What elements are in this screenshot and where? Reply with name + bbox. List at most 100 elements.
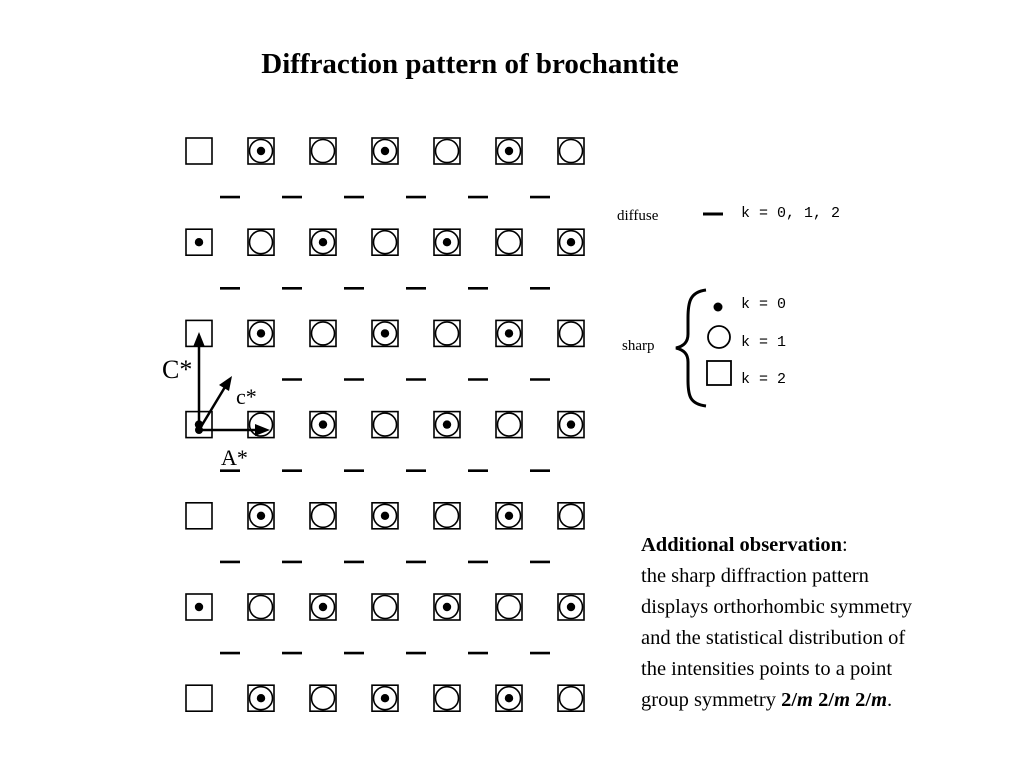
reflection-square [495, 319, 523, 348]
reflection-circle [310, 685, 336, 711]
reflection-circle [248, 229, 274, 255]
reflection-circle [496, 229, 522, 255]
reflection-dot [433, 593, 461, 621]
reflection-dot [309, 410, 337, 439]
reflection-square [495, 228, 523, 256]
reflection-circle [247, 593, 275, 621]
page-title: Diffraction pattern of brochantite [261, 48, 679, 80]
reflection-square [309, 137, 337, 165]
reflection-dot [557, 593, 585, 621]
reciprocal-axes [193, 332, 270, 436]
reflection-dot [433, 410, 461, 439]
observation-text: Additional observation: the sharp diffra… [641, 530, 1001, 716]
reflection-square [557, 410, 585, 439]
reflection-dot [433, 228, 461, 256]
reflection-square [185, 137, 213, 165]
reflection-square [247, 684, 275, 713]
reflection-circle [557, 137, 585, 165]
reflection-dot [380, 694, 390, 703]
observation-line-3: and the statistical distribution of [641, 627, 906, 649]
reflection-dot [318, 238, 328, 247]
reflection-circle [248, 685, 274, 711]
reflection-dot [495, 501, 523, 530]
diffuse-streaks [220, 195, 550, 655]
reflection-square [247, 501, 275, 530]
legend-diffuse-label: diffuse [617, 208, 659, 224]
reflection-circle [372, 594, 398, 620]
C-star-arrowhead [193, 332, 205, 347]
origin-point [195, 426, 203, 434]
reflection-circle [309, 137, 337, 165]
reflection-dot [318, 420, 328, 429]
reflection-square [185, 684, 213, 713]
reflection-dot [371, 684, 399, 713]
observation-line-1: the sharp diffraction pattern [641, 565, 869, 587]
reflection-square [371, 410, 399, 439]
reflection-square [557, 228, 585, 256]
reflection-dot [371, 137, 399, 165]
reflection-circle [310, 229, 336, 255]
reflection-circle [496, 412, 522, 437]
reflection-circle [434, 321, 460, 346]
legend-k0: k = 0 [741, 296, 786, 313]
reflection-circle [372, 321, 398, 346]
observation-colon: : [842, 534, 848, 556]
reflection-square [433, 684, 461, 713]
reflection-square [495, 410, 523, 439]
observation-line-4: the intensities points to a point [641, 658, 893, 680]
point-group-symbol: 2/m 2/m 2/m [781, 689, 887, 711]
reflection-grid [185, 137, 585, 713]
reflection-square [371, 319, 399, 348]
A-star-label: A* [221, 445, 248, 470]
reflection-dot [504, 694, 514, 703]
reflection-circle [310, 321, 336, 346]
reflection-circle [434, 685, 460, 711]
reflection-dot [256, 511, 266, 520]
reflection-dot [247, 501, 275, 530]
reflection-dot [256, 694, 266, 703]
reflection-square [557, 319, 585, 348]
reflection-square [185, 137, 213, 165]
reflection-dot [495, 137, 523, 165]
reflection-square [433, 501, 461, 530]
reflection-dot [371, 319, 399, 348]
reflection-dot [371, 501, 399, 530]
reflection-square [495, 684, 523, 713]
reflection-circle [434, 138, 460, 164]
reflection-square [495, 593, 523, 621]
legend-brace-icon [675, 288, 707, 408]
reflection-square [433, 228, 461, 256]
reflection-circle [495, 228, 523, 256]
reflection-square [247, 593, 275, 621]
sym-part: m [871, 689, 888, 711]
reflection-dot [309, 593, 337, 621]
reflection-dot [380, 146, 390, 156]
reflection-circle [248, 321, 274, 346]
legend-dot-symbol [713, 302, 723, 312]
reflection-dot [566, 238, 576, 247]
reflection-circle [372, 138, 398, 164]
reflection-circle [434, 229, 460, 255]
reflection-square [309, 410, 337, 439]
reflection-circle [248, 138, 274, 164]
reflection-square [433, 319, 461, 348]
reflection-square [371, 501, 399, 530]
reflection-dot [566, 420, 576, 429]
reflection-dot [256, 146, 266, 156]
reflection-square [433, 137, 461, 165]
reflection-square [185, 684, 213, 713]
reflection-square [557, 137, 585, 165]
observation-line-2: displays orthorhombic symmetry [641, 596, 913, 618]
reflection-circle [309, 319, 337, 348]
legend-circle-symbol [707, 325, 731, 349]
reflection-square [371, 228, 399, 256]
reflection-dot [380, 329, 390, 338]
legend-diffuse-k: k = 0, 1, 2 [741, 205, 840, 222]
reflection-circle [558, 138, 584, 164]
reflection-dot [495, 684, 523, 713]
legend: diffuse k = 0, 1, 2 sharp k = 0 k = 1 k … [617, 205, 840, 408]
reflection-circle [433, 319, 461, 348]
reflection-circle [309, 684, 337, 713]
reflection-circle [247, 410, 275, 439]
